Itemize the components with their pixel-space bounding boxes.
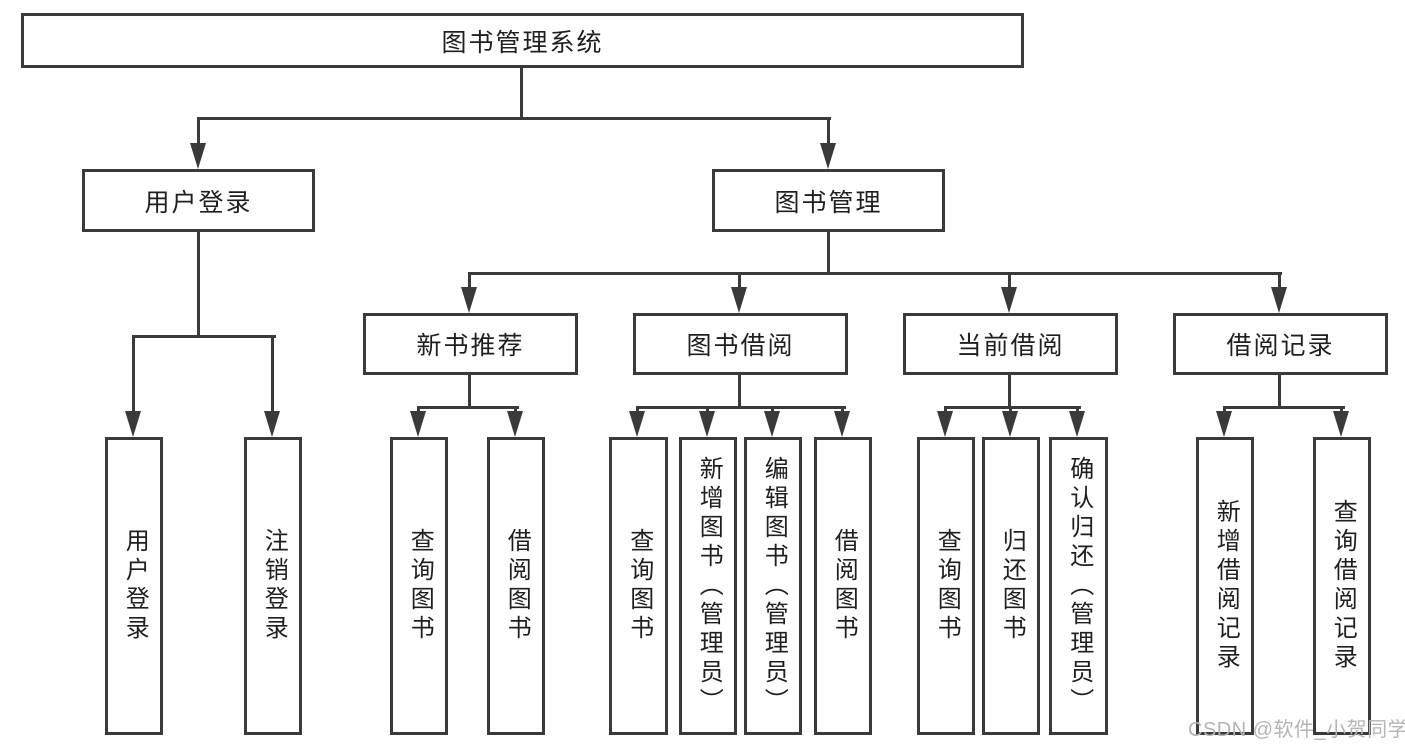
arrow-down-icon [507,411,523,437]
leaf-borrow-books-recommend-label: 借阅图书 [503,528,531,644]
node-user-login-label: 用户登录 [144,188,253,217]
watermark: CSDN @软件_小贺同学 [1188,719,1405,741]
connector-line [197,232,200,338]
arrow-down-icon [1001,287,1017,313]
arrow-down-icon [731,287,747,313]
connector-line [197,117,831,120]
arrow-down-icon [1002,411,1018,437]
leaf-edit-book-admin-label: 编辑图书（管理员） [760,455,788,717]
node-root-system-label: 图书管理系统 [441,28,604,57]
leaf-borrow-books-borrowing-label: 借阅图书 [830,528,858,644]
leaf-add-book-admin-label: 新增图书（管理员） [695,455,723,717]
connector-line [636,406,639,413]
node-current-borrowing-label: 当前借阅 [956,332,1065,360]
node-book-borrowing: 图书借阅 [633,313,848,375]
leaf-add-book-admin: 新增图书（管理员） [679,437,737,735]
leaf-return-book-label: 归还图书 [998,528,1026,644]
arrow-down-icon [937,411,953,437]
connector-line [1076,406,1079,413]
connector-line [1340,406,1343,413]
leaf-logout-label: 注销登录 [260,528,288,644]
connector-line [1008,272,1011,289]
leaf-query-books-recommend-label: 查询图书 [406,528,434,644]
node-new-book-recommend-label: 新书推荐 [416,332,525,360]
node-borrowing-records: 借阅记录 [1173,313,1388,375]
arrow-down-icon [410,411,426,437]
connector-line [841,406,844,413]
node-root-system: 图书管理系统 [21,13,1024,68]
leaf-query-books-current: 查询图书 [917,437,975,735]
connector-line [132,335,135,413]
node-book-management-label: 图书管理 [774,188,883,217]
arrow-down-icon [125,411,141,437]
connector-line [468,375,471,409]
connector-line [738,272,741,289]
leaf-query-books-current-label: 查询图书 [933,528,961,644]
leaf-add-borrow-record: 新增借阅记录 [1196,437,1254,735]
connector-line [738,375,741,409]
leaf-user-login-label: 用户登录 [121,528,149,644]
arrow-down-icon [1069,411,1085,437]
connector-line [1278,375,1281,409]
connector-line [944,406,1081,409]
leaf-query-books-borrowing: 查询图书 [609,437,668,735]
leaf-logout: 注销登录 [244,437,302,735]
node-book-borrowing-label: 图书借阅 [686,332,795,360]
node-user-login: 用户登录 [82,169,315,232]
arrow-down-icon [264,411,280,437]
arrow-down-icon [699,411,715,437]
connector-line [132,335,276,338]
leaf-return-book: 归还图书 [982,437,1040,735]
leaf-query-borrow-record-label: 查询借阅记录 [1329,499,1357,673]
arrow-down-icon [820,143,836,169]
connector-line [944,406,947,413]
leaf-query-borrow-record: 查询借阅记录 [1313,437,1371,735]
connector-line [1278,272,1281,289]
arrow-down-icon [1216,411,1232,437]
arrow-down-icon [629,411,645,437]
arrow-down-icon [834,411,850,437]
leaf-add-borrow-record-label: 新增借阅记录 [1212,499,1240,673]
connector-line [271,335,274,413]
leaf-borrow-books-borrowing: 借阅图书 [814,437,872,735]
node-borrowing-records-label: 借阅记录 [1226,332,1335,360]
leaf-confirm-return-admin-label: 确认归还（管理员） [1065,455,1093,717]
leaf-query-books-recommend: 查询图书 [390,437,448,735]
connector-line [1223,406,1226,413]
arrow-down-icon [1271,287,1287,313]
arrow-down-icon [461,287,477,313]
connector-line [827,232,830,275]
leaf-user-login: 用户登录 [105,437,163,735]
leaf-query-books-borrowing-label: 查询图书 [625,528,653,644]
connector-line [1008,375,1011,409]
arrow-down-icon [1333,411,1349,437]
connector-line [417,406,420,413]
connector-line [1009,406,1012,413]
connector-line [468,272,1282,275]
leaf-confirm-return-admin: 确认归还（管理员） [1049,437,1108,735]
connector-line [1223,406,1345,409]
connector-line [417,406,519,409]
arrow-down-icon [764,411,780,437]
leaf-borrow-books-recommend: 借阅图书 [487,437,545,735]
connector-line [771,406,774,413]
connector-line [706,406,709,413]
arrow-down-icon [190,143,206,169]
connector-line [197,117,200,145]
connector-line [636,406,846,409]
connector-line [514,406,517,413]
connector-line [827,117,830,145]
node-book-management: 图书管理 [712,169,945,232]
connector-line [520,68,523,120]
connector-line [468,272,471,289]
leaf-edit-book-admin: 编辑图书（管理员） [744,437,802,735]
node-new-book-recommend: 新书推荐 [363,313,578,375]
node-current-borrowing: 当前借阅 [903,313,1118,375]
